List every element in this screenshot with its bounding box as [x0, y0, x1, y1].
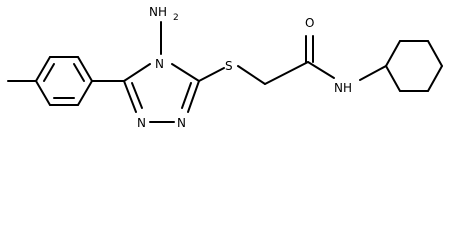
triazole-ring	[123, 63, 200, 123]
triazole-c5-n4	[123, 63, 151, 82]
cyclohexyl-bond-1	[385, 40, 401, 67]
triazole-n1-c5-double	[131, 82, 143, 109]
triazole-n1-c5	[123, 80, 137, 113]
cyclohexyl-ring	[385, 40, 443, 92]
tolyl-group	[7, 56, 93, 106]
ch2-carbonyl-bond	[264, 61, 309, 85]
triazole-c3-n2	[187, 80, 200, 113]
tolyl-bond-6	[35, 80, 51, 106]
amide-cyclohexyl-bond	[359, 65, 387, 81]
c3-sulfur-bond	[198, 67, 225, 82]
triazole-n4-label: N	[155, 57, 164, 71]
carbonyl-amide-bond	[307, 61, 335, 79]
tolyl-bond-1	[35, 56, 51, 82]
triazole-n1-label: N	[137, 116, 146, 130]
amino-h2-subscript: 2	[173, 13, 179, 23]
tolyl-double-2	[73, 63, 85, 82]
cyclohexyl-bond-6	[385, 65, 401, 92]
triazole-n4-c3	[171, 63, 200, 82]
triazole-c3-n2-double	[181, 82, 192, 109]
sulfur-label: S	[225, 59, 233, 73]
tolyl-bond-4	[77, 80, 93, 106]
amino-nh-label: NH	[149, 5, 167, 19]
chemical-structure-diagram: NH 2 N N N S O NH	[7, 5, 443, 130]
amide-nh-label: NH	[334, 81, 352, 95]
structure-canvas: NH 2 N N N S O NH	[7, 5, 443, 130]
oxygen-label: O	[305, 16, 314, 30]
cyclohexyl-bond-4	[427, 65, 443, 92]
sulfur-ch2-bond	[237, 65, 266, 85]
cyclohexyl-bond-3	[427, 40, 443, 67]
tolyl-bond-3	[77, 56, 93, 82]
triazole-n2-label: N	[177, 116, 186, 130]
tolyl-double-1	[43, 63, 55, 82]
